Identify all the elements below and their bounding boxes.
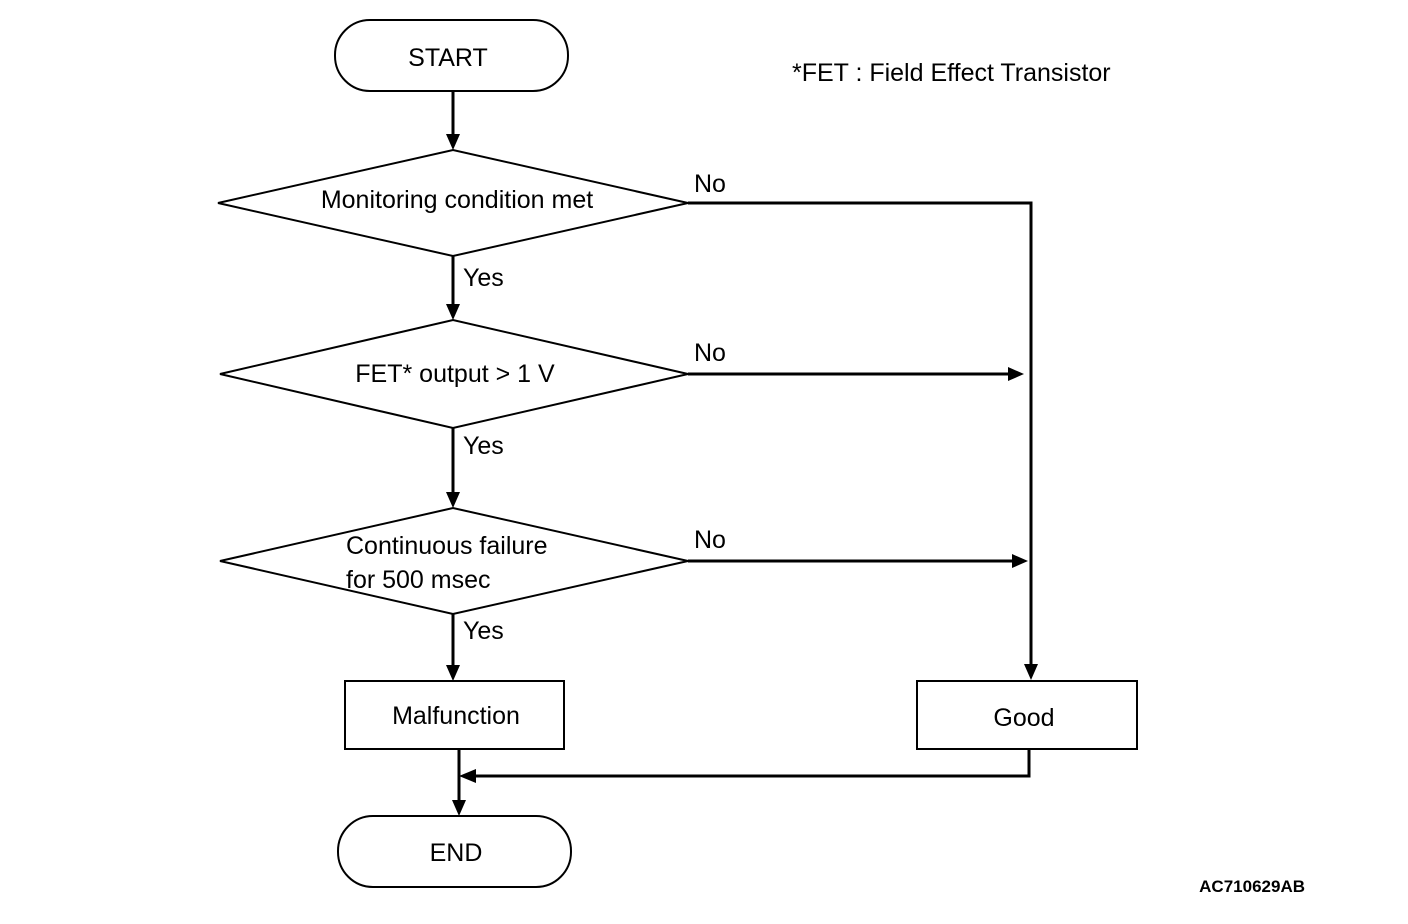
arrowhead-merge: [459, 769, 476, 783]
connector-good-to-end: [474, 749, 1031, 778]
arrowhead-fet-no: [1008, 367, 1024, 381]
malfunction-box: [344, 680, 565, 750]
edge-label-monitoring-no: No: [694, 170, 726, 198]
edge-label-continuous-yes: Yes: [463, 617, 504, 645]
figure-code: AC710629AB: [1199, 877, 1305, 896]
decision-fet-output-label: FET* output > 1 V: [355, 360, 555, 388]
decision-continuous-label-line1: Continuous failure: [346, 532, 548, 560]
arrowhead-malfunction: [446, 665, 460, 681]
decision-continuous-label-line2: for 500 msec: [346, 566, 491, 594]
arrowhead-continuous-no: [1012, 554, 1028, 568]
end-label: END: [430, 839, 483, 867]
good-box: [916, 680, 1138, 750]
edge-label-monitoring-yes: Yes: [463, 264, 504, 292]
arrowhead-end: [452, 800, 466, 816]
edge-label-fet-no: No: [694, 339, 726, 367]
decision-monitoring-label: Monitoring condition met: [321, 186, 593, 214]
end-terminal: [337, 815, 572, 888]
arrowhead-continuous: [446, 492, 460, 508]
connector-monitoring-no: [688, 201, 1033, 665]
arrowhead-good: [1024, 664, 1038, 680]
decision-continuous-failure: [219, 506, 689, 616]
good-label: Good: [993, 704, 1054, 732]
arrowhead-monitoring: [446, 134, 460, 150]
edge-label-fet-yes: Yes: [463, 432, 504, 460]
arrowhead-fet: [446, 304, 460, 320]
malfunction-label: Malfunction: [392, 702, 520, 730]
footnote: *FET : Field Effect Transistor: [792, 59, 1111, 87]
edge-label-continuous-no: No: [694, 526, 726, 554]
start-label: START: [408, 44, 488, 72]
